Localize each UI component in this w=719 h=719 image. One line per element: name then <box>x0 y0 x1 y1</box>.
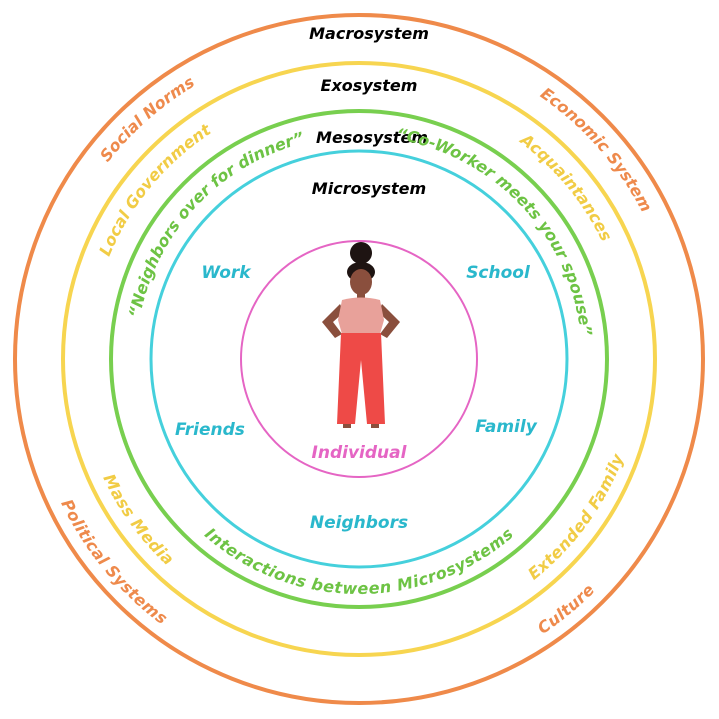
person-standing-icon <box>322 242 400 428</box>
mesosystem-ring <box>109 109 609 609</box>
left-foot <box>343 424 351 428</box>
neck <box>357 292 365 300</box>
coworker-spouse-quote: “Co-Worker meets your spouse” <box>395 124 596 337</box>
micro-family-label: Family <box>475 417 538 437</box>
shirt <box>338 297 384 334</box>
microsystem-ring <box>149 149 569 569</box>
mesosystem-title: Mesosystem <box>316 128 428 147</box>
macrosystem-title: Macrosystem <box>309 24 429 43</box>
exosystem-title: Exosystem <box>321 76 418 95</box>
hair-bun <box>350 242 372 264</box>
extended-family-label: Extended Family <box>524 451 627 584</box>
micro-neighbors-label: Neighbors <box>310 513 408 533</box>
political-systems-label: Political Systems <box>57 496 171 628</box>
micro-friends-label: Friends <box>175 420 245 440</box>
economic-system-label: Economic System <box>537 84 656 215</box>
micro-work-label: Work <box>201 263 252 283</box>
pants <box>337 333 385 424</box>
macrosystem-ring <box>13 13 705 705</box>
microsystem-title: Microsystem <box>312 179 426 198</box>
exosystem-ring <box>61 61 657 657</box>
right-arm <box>378 304 400 338</box>
individual-label: Individual <box>312 443 408 463</box>
head <box>350 269 372 295</box>
individual-ring <box>240 240 478 478</box>
micro-school-label: School <box>466 263 531 283</box>
right-foot <box>371 424 379 428</box>
left-arm <box>322 304 344 338</box>
